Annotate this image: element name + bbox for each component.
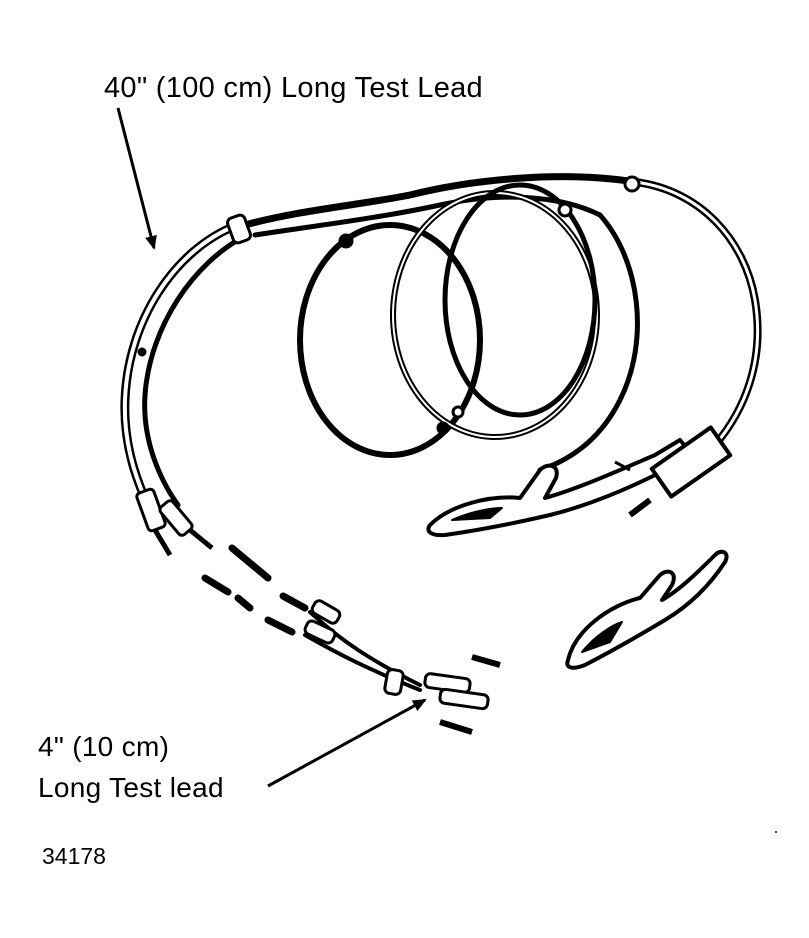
long-lead-left-terminals <box>135 487 214 557</box>
figure-number: 34178 <box>42 843 106 869</box>
short-lead-connectors <box>303 599 501 735</box>
alligator-clip-loose <box>565 549 729 670</box>
long-test-lead-label: 40" (100 cm) Long Test Lead <box>104 72 483 104</box>
short-test-lead-wire <box>201 544 422 692</box>
alligator-clip-attached <box>426 425 733 538</box>
long-lead-arrow <box>116 107 157 250</box>
wire-sleeves <box>137 175 641 435</box>
callout-arrows <box>116 107 427 788</box>
short-test-lead-label-line1: 4" (10 cm) <box>38 731 170 762</box>
short-lead-arrow <box>267 698 427 788</box>
long-test-lead-wire <box>120 173 762 525</box>
short-test-lead-label-line2: Long Test lead <box>38 772 224 803</box>
